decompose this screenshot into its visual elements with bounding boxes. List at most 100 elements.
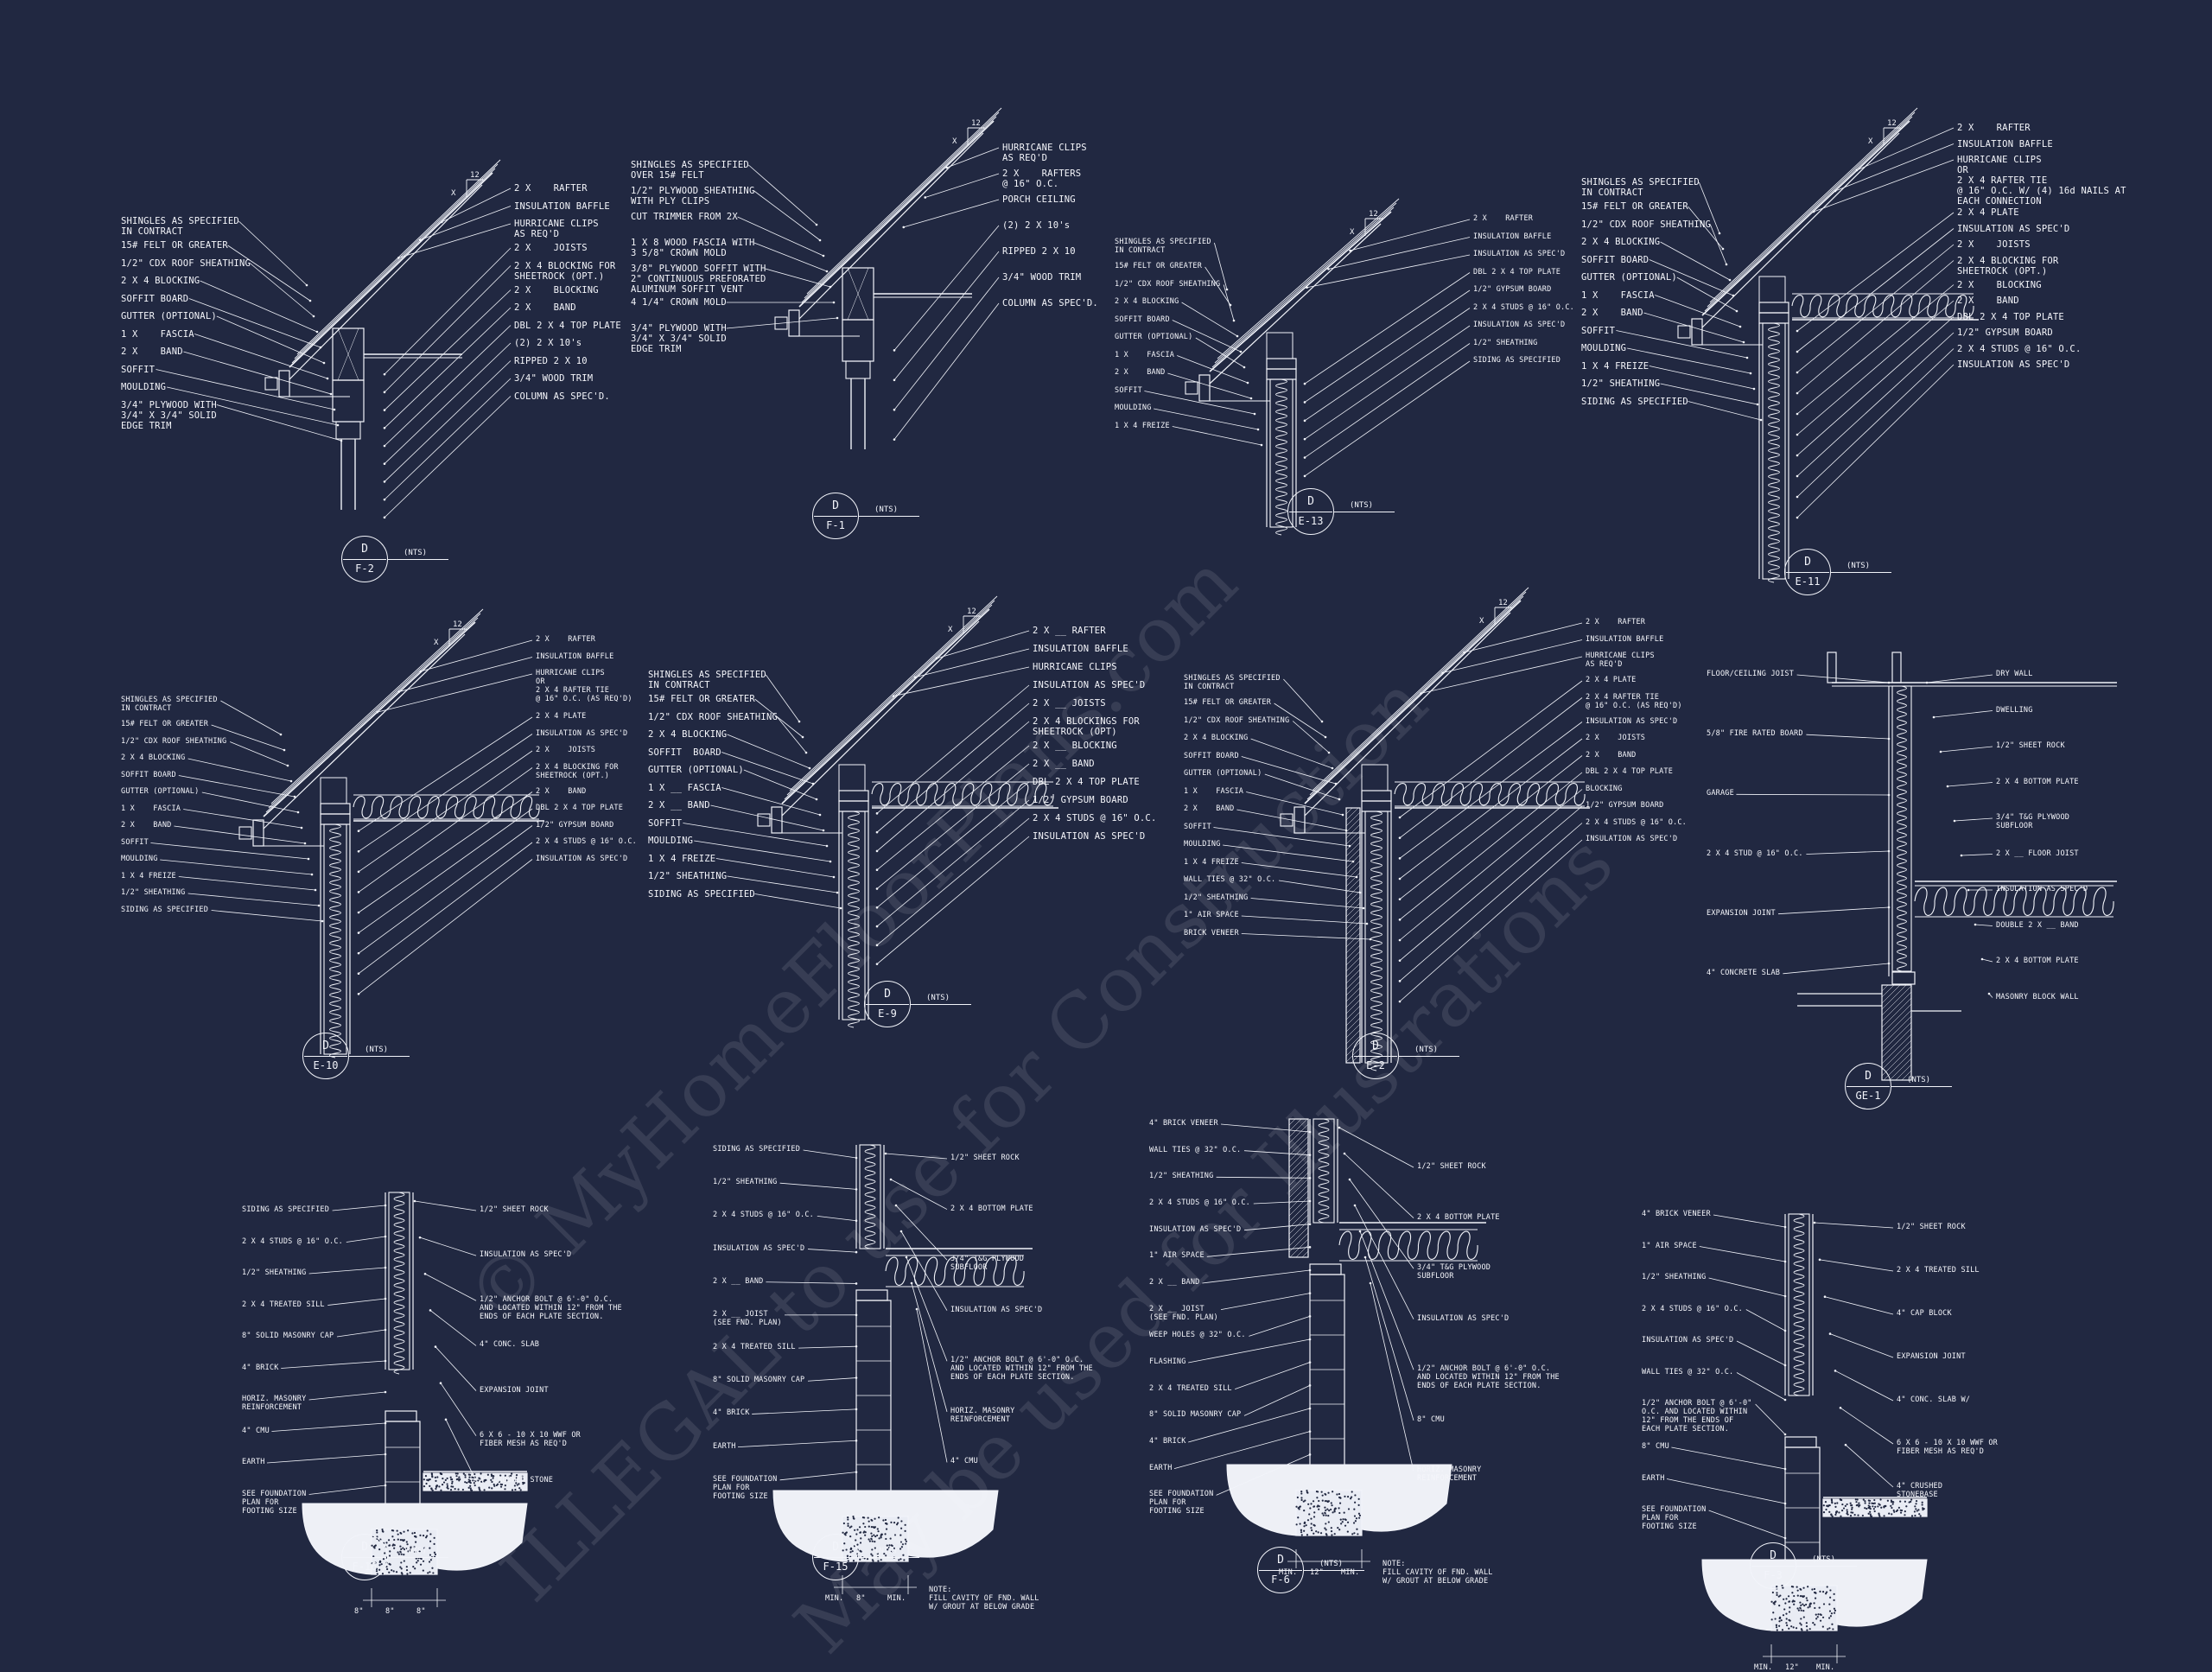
detail-tag-letter: D [341,1541,388,1554]
callout-label: 2 X 4 BLOCKING FOR SHEETROCK (OPT.) [1957,256,2058,277]
callout-label: DBL 2 X 4 TOP PLATE [536,804,623,812]
callout-label: SEE FOUNDATION PLAN FOR FOOTING SIZE [242,1490,306,1516]
detail-tag-number: F-6 [1257,1573,1304,1586]
callout-label: SOFFIT BOARD [1581,255,1649,265]
callout-label: 2 X 4 STUDS @ 16" O.C. [1149,1198,1250,1207]
detail-tag: D F-6 (NTS) [1257,1547,1306,1595]
callout-label: 3/8" PLYWOOD SOFFIT WITH 2" CONTINUOUS P… [631,264,766,295]
detail-tag: D F-3 (NTS) [1750,1542,1798,1591]
detail-scale: (NTS) [404,549,427,557]
callout-label: 1/2" GYPSUM BOARD [1033,795,1128,805]
detail-tag-divider [343,1557,386,1558]
callout-label: 4 1/4" CROWN MOLD [631,297,727,308]
callout-label: EARTH [1149,1464,1173,1472]
detail-note: NOTE: FILL CAVITY OF FND. WALL W/ GROUT … [929,1586,1039,1612]
callout-label: 2 X __ JOIST (SEE FND. PLAN) [713,1310,782,1327]
dimension-label: 8" [416,1607,426,1616]
dimension-label: MIN. [887,1594,906,1603]
callout-label: 2 X 4 STUDS @ 16" O.C. [536,837,637,846]
callout-label: 2 X BAND [514,302,576,313]
callout-label: 2 X 4 BOTTOM PLATE [950,1205,1033,1213]
detail-tag-divider [814,1557,857,1558]
callout-label: INSULATION AS SPEC'D [713,1244,804,1253]
callout-label: WALL TIES @ 32" O.C. [1184,875,1275,884]
callout-label: 2 X __ JOIST (SEE FND. PLAN) [1149,1305,1218,1322]
callout-label: INSULATION AS SPEC'D [1957,224,2069,234]
callout-label: 8" CMU [1417,1415,1445,1424]
dimension-label: 12" [1785,1663,1799,1672]
callout-label: 4" BRICK [242,1364,279,1372]
callout-label: 2 X 4 STUD @ 16" O.C. [1707,849,1803,858]
svg-text:X: X [1868,137,1873,146]
detail-tag: D E-13 (NTS) [1287,488,1336,537]
svg-text:12: 12 [1887,119,1897,128]
callout-label: 4" BRICK [713,1408,750,1417]
svg-text:X: X [948,626,953,634]
callout-label: INSULATION AS SPEC'D [536,855,627,863]
callout-label: 1/2" SHEATHING [121,888,185,897]
callout-label: SHINGLES AS SPECIFIED IN CONTRACT [121,216,239,237]
callout-label: 2 X __ BLOCKING [1033,741,1117,751]
callout-label: 8" SOLID MASONRY CAP [713,1376,804,1384]
detail-tag-number: E-2 [1352,1059,1399,1071]
callout-label: SEE FOUNDATION PLAN FOR FOOTING SIZE [713,1475,777,1501]
callout-label: 6 X 6 - 10 X 10 WWF OR FIBER MESH AS REQ… [1897,1439,1998,1456]
callout-label: 3/4" WOOD TRIM [1002,272,1081,283]
detail-f15: MIN.8"MIN.NOTE: FILL CAVITY OF FND. WALL… [713,1136,1110,1586]
callout-label: SIDING AS SPECIFIED [713,1145,800,1154]
detail-scale: (NTS) [1350,501,1373,510]
callout-label: 2 X 4 BLOCKING [1115,297,1179,306]
callout-label: 1/2" CDX ROOF SHEATHING [121,258,251,269]
callout-label: 2 X 4 TREATED SILL [713,1343,796,1351]
callout-label: SOFFIT [121,838,149,847]
detail-tag-underline [859,516,919,517]
callout-label: 4" BRICK VENEER [1149,1119,1218,1128]
detail-tag-number: E-13 [1287,515,1334,527]
detail-tag-number: F-15 [812,1561,859,1573]
callout-label: 1/2" GYPSUM BOARD [1586,801,1663,810]
callout-label: 2 X __ RAFTER [1033,626,1106,636]
callout-label: 15# FELT OR GREATER [121,720,208,728]
callout-label: 1/2" CDX ROOF SHEATHING [1115,280,1220,289]
callout-label: 8" CMU [1642,1442,1669,1451]
detail-tag-letter: D [1784,556,1831,569]
callout-label: MASONRY BLOCK WALL [1996,993,2079,1001]
callout-label: MOULDING [1184,840,1221,849]
callout-label: 3/4" T&G PLYWOOD SUBFLOOR [1996,813,2069,830]
callout-label: SIDING AS SPECIFIED [242,1205,329,1214]
detail-tag: D E-11 (NTS) [1784,549,1833,597]
detail-tag-divider [1354,1056,1397,1057]
detail-tag-number: F-1 [812,519,859,531]
callout-label: 1/2" SHEATHING [648,871,727,881]
callout-label: 2 X 4 BLOCKING FOR SHEETROCK (OPT.) [536,763,619,780]
callout-label: 2 X JOISTS [514,243,588,253]
callout-label: 1/2" CDX ROOF SHEATHING [648,712,778,722]
callout-label: 1/2" ANCHOR BOLT @ 6'-0" O.C. AND LOCATE… [480,1295,622,1321]
detail-tag-underline [1891,1086,1952,1087]
callout-label: SOFFIT [648,818,682,829]
callout-label: 6 X 6 - 10 X 10 WWF OR FIBER MESH AS REQ… [480,1431,581,1448]
callout-label: 2 X 4 TREATED SILL [1897,1266,1980,1275]
callout-label: 2 X __ BAND [648,800,710,811]
callout-label: 2 X 4 TREATED SILL [242,1300,325,1309]
callout-label: 1/2" SHEATHING [242,1268,306,1277]
detail-tag-underline [1796,1566,1857,1567]
callout-label: 1 X FASCIA [1184,787,1243,796]
callout-label: HURRICANE CLIPS [1033,662,1117,672]
detail-scale: (NTS) [365,1046,388,1054]
callout-label: 2 X BAND [1184,804,1235,813]
callout-label: SIDING AS SPECIFIED [648,889,755,900]
dimension-label: MIN. [825,1594,843,1603]
callout-label: INSULATION AS SPEC'D [1586,835,1677,843]
callout-label: 2 X 4 BLOCKING [648,729,727,740]
callout-label: 4" CONCRETE SLAB [1707,969,1780,977]
callout-label: 1/2" ANCHOR BOLT @ 6'-0" O.C. AND LOCATE… [950,1356,1093,1382]
callout-label: 2 X BLOCKING [1957,280,2042,290]
detail-f6: MIN.12"MIN.NOTE: FILL CAVITY OF FND. WAL… [1149,1110,1633,1594]
detail-tag-underline [859,1557,919,1558]
detail-tag-underline [388,559,448,560]
callout-label: SEE FOUNDATION PLAN FOR FOOTING SIZE [1149,1490,1213,1516]
callout-label: BRICK VENEER [1184,929,1239,938]
